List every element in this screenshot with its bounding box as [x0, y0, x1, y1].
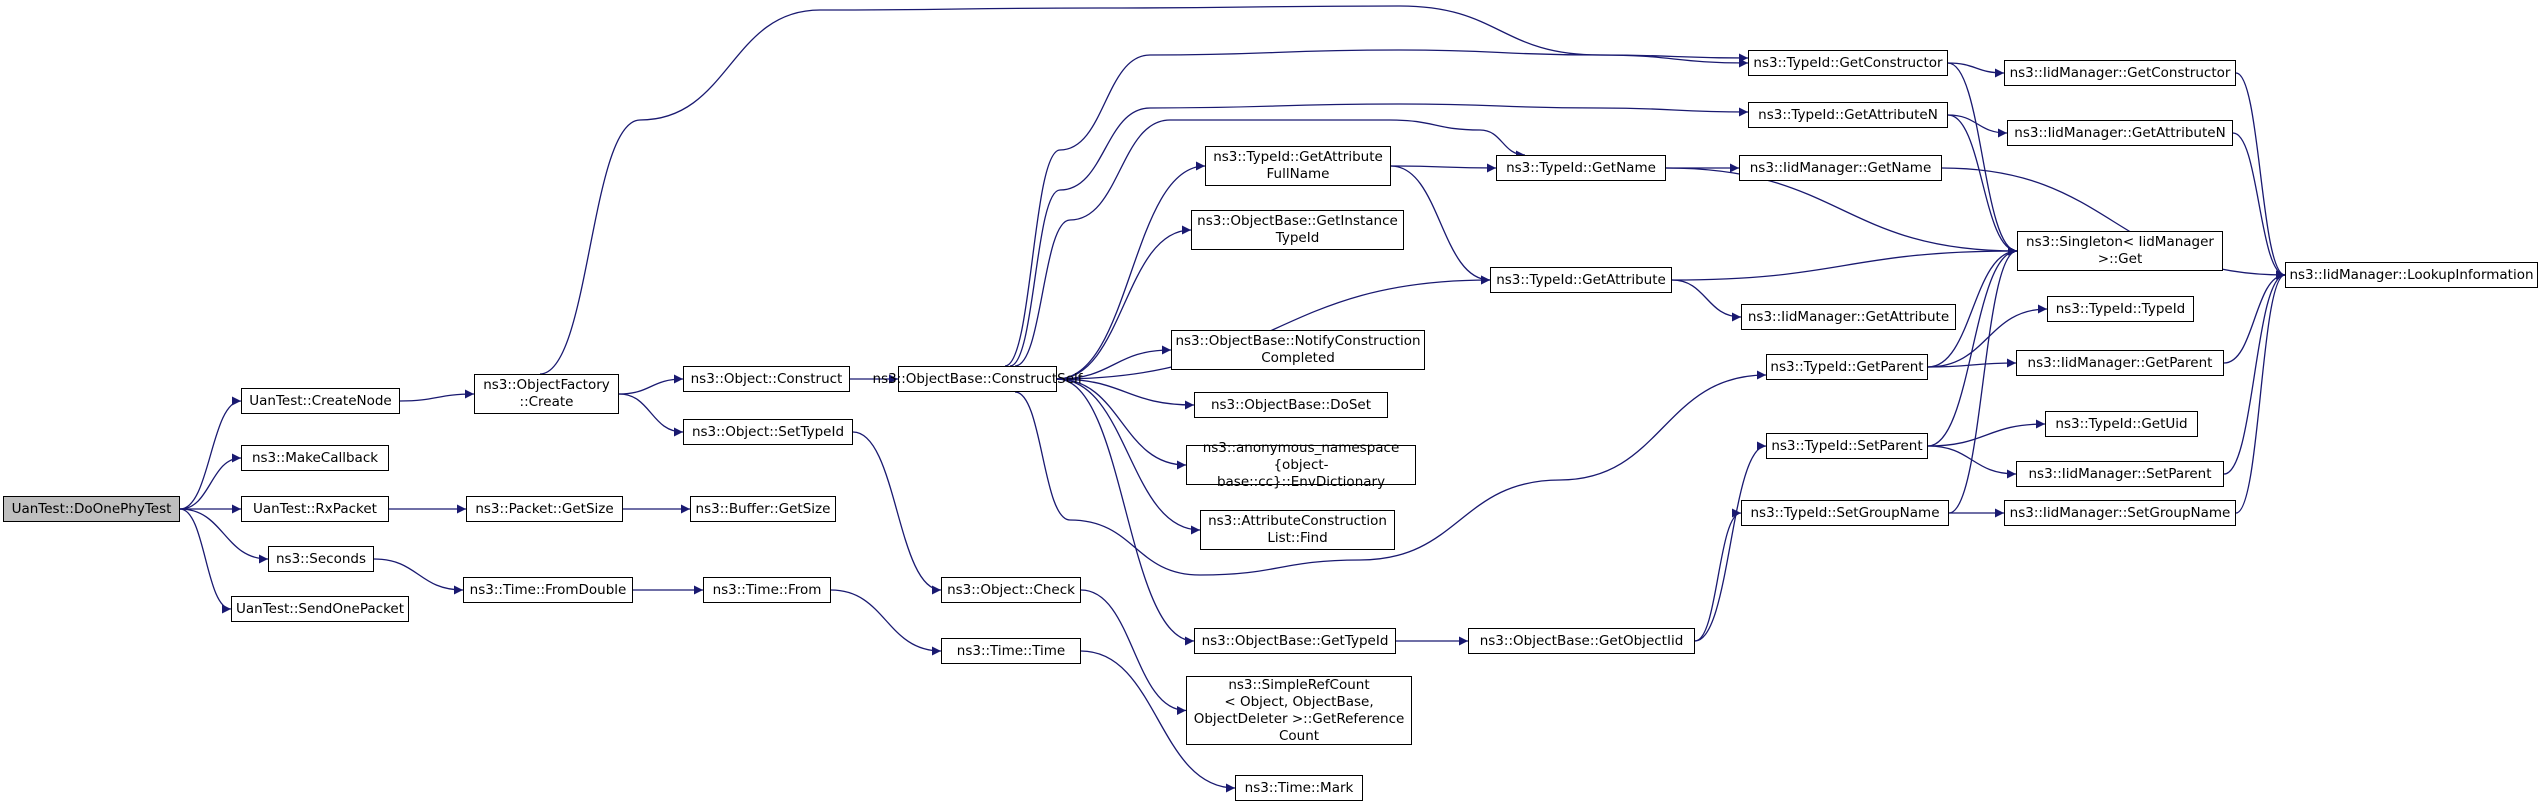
- edge-n14-to-n23: [1080, 589, 1187, 715]
- edge-n13-to-n28: [1004, 49, 1749, 367]
- node-n36[interactable]: ns3::IidManager::GetAttributeN: [2007, 120, 2233, 146]
- node-n29[interactable]: ns3::TypeId::GetAttributeN: [1748, 102, 1948, 128]
- edge-n27-to-n33: [1694, 441, 1767, 642]
- node-n21[interactable]: ns3::AttributeConstruction List::Find: [1200, 510, 1395, 550]
- edge-n32-to-n38: [1927, 304, 2048, 368]
- node-n18[interactable]: ns3::ObjectBase::NotifyConstruction Comp…: [1171, 330, 1425, 370]
- edge-n30-to-n43: [1941, 167, 2286, 280]
- edge-n13-to-n29: [1009, 103, 1749, 367]
- edge-n12-to-n15: [830, 589, 942, 656]
- edge-n13-to-n16: [1056, 161, 1206, 380]
- edge-n6-to-n9: [618, 374, 684, 395]
- edge-n13-to-n18: [1056, 345, 1172, 380]
- edge-n39-to-n43: [2223, 270, 2286, 364]
- node-n8[interactable]: ns3::Time::FromDouble: [463, 577, 633, 603]
- edge-n36-to-n43: [2232, 132, 2286, 280]
- edge-n0-to-n1: [179, 396, 242, 510]
- node-n23[interactable]: ns3::SimpleRefCount < Object, ObjectBase…: [1186, 676, 1412, 745]
- node-n17[interactable]: ns3::ObjectBase::GetInstance TypeId: [1191, 210, 1404, 250]
- edge-n13-to-n22: [1056, 378, 1195, 646]
- node-n9[interactable]: ns3::Object::Construct: [683, 366, 850, 392]
- node-n35[interactable]: ns3::IidManager::GetConstructor: [2004, 60, 2236, 86]
- node-n15[interactable]: ns3::Time::Time: [941, 638, 1081, 664]
- edge-n0-to-n5: [179, 508, 232, 614]
- node-n14[interactable]: ns3::Object::Check: [941, 577, 1081, 603]
- node-n43[interactable]: ns3::IidManager::LookupInformation: [2285, 262, 2538, 288]
- node-n25[interactable]: ns3::TypeId::GetName: [1496, 155, 1666, 181]
- edge-n32-to-n39: [1927, 358, 2017, 368]
- node-n34[interactable]: ns3::TypeId::SetGroupName: [1741, 500, 1949, 526]
- edge-n13-to-n32: [1014, 370, 1767, 576]
- edge-n0-to-n2: [179, 453, 242, 510]
- edge-n13-to-n20: [1056, 378, 1187, 470]
- node-n10[interactable]: ns3::Object::SetTypeId: [683, 419, 853, 445]
- node-n41[interactable]: ns3::IidManager::SetParent: [2016, 461, 2224, 487]
- edge-n10-to-n14: [852, 431, 942, 595]
- node-n12[interactable]: ns3::Time::From: [703, 577, 831, 603]
- node-n42[interactable]: ns3::IidManager::SetGroupName: [2004, 500, 2236, 526]
- node-n39[interactable]: ns3::IidManager::GetParent: [2016, 350, 2224, 376]
- node-n19[interactable]: ns3::ObjectBase::DoSet: [1194, 392, 1388, 418]
- node-n20[interactable]: ns3::anonymous_namespace {object-base::c…: [1186, 440, 1416, 490]
- node-n22[interactable]: ns3::ObjectBase::GetTypeId: [1194, 628, 1396, 654]
- edge-n1-to-n6: [399, 389, 475, 402]
- node-n1[interactable]: UanTest::CreateNode: [241, 388, 400, 414]
- node-n40[interactable]: ns3::TypeId::GetUid: [2045, 411, 2198, 437]
- node-n16[interactable]: ns3::TypeId::GetAttribute FullName: [1205, 146, 1391, 186]
- node-n26[interactable]: ns3::TypeId::GetAttribute: [1490, 267, 1672, 293]
- edge-n13-to-n19: [1056, 378, 1195, 410]
- node-n31[interactable]: ns3::IidManager::GetAttribute: [1741, 304, 1956, 330]
- edge-n33-to-n37: [1927, 246, 2018, 447]
- edge-n26-to-n31: [1671, 279, 1742, 322]
- node-n27[interactable]: ns3::ObjectBase::GetObjectIid: [1468, 628, 1695, 654]
- node-n38[interactable]: ns3::TypeId::TypeId: [2047, 296, 2194, 322]
- edge-n16-to-n26: [1390, 165, 1491, 285]
- node-n6[interactable]: ns3::ObjectFactory ::Create: [474, 374, 619, 414]
- edge-n32-to-n37: [1927, 246, 2018, 368]
- edge-n13-to-n17: [1056, 225, 1192, 380]
- edge-n4-to-n8: [373, 558, 464, 595]
- edge-n27-to-n34: [1694, 508, 1742, 642]
- node-n3[interactable]: UanTest::RxPacket: [241, 496, 389, 522]
- edge-n6-to-n28: [539, 5, 1749, 375]
- node-n33[interactable]: ns3::TypeId::SetParent: [1766, 433, 1928, 459]
- node-n2[interactable]: ns3::MakeCallback: [241, 445, 389, 471]
- edge-n13-to-n25: [1014, 119, 1526, 367]
- edge-n16-to-n25: [1390, 163, 1497, 173]
- edge-n28-to-n35: [1947, 62, 2005, 78]
- edge-n35-to-n43: [2235, 72, 2286, 280]
- edge-n15-to-n24: [1080, 650, 1236, 793]
- edge-n13-to-n26: [1056, 275, 1491, 380]
- edge-n29-to-n36: [1947, 114, 2008, 138]
- node-n4[interactable]: ns3::Seconds: [268, 546, 374, 572]
- node-n0[interactable]: UanTest::DoOnePhyTest: [3, 496, 180, 522]
- node-n7[interactable]: ns3::Packet::GetSize: [466, 496, 623, 522]
- edge-n33-to-n40: [1927, 419, 2046, 447]
- edge-n13-to-n21: [1056, 378, 1201, 535]
- node-n28[interactable]: ns3::TypeId::GetConstructor: [1748, 50, 1948, 76]
- node-n13[interactable]: ns3::ObjectBase::ConstructSelf: [873, 366, 1083, 392]
- node-n30[interactable]: ns3::IidManager::GetName: [1739, 155, 1942, 181]
- edge-n26-to-n37: [1671, 246, 2018, 281]
- node-n32[interactable]: ns3::TypeId::GetParent: [1766, 354, 1928, 380]
- edge-n0-to-n4: [179, 508, 269, 564]
- edge-n34-to-n37: [1948, 246, 2018, 514]
- node-n24[interactable]: ns3::Time::Mark: [1235, 775, 1363, 801]
- node-n11[interactable]: ns3::Buffer::GetSize: [690, 496, 836, 522]
- edge-n28-to-n37: [1947, 62, 2018, 256]
- edge-n6-to-n10: [618, 393, 684, 437]
- edge-n41-to-n43: [2223, 270, 2286, 475]
- edge-n42-to-n43: [2235, 270, 2286, 514]
- node-n5[interactable]: UanTest::SendOnePacket: [231, 596, 409, 622]
- edge-n25-to-n37: [1665, 167, 2018, 256]
- edge-n29-to-n37: [1947, 114, 2018, 256]
- node-n37[interactable]: ns3::Singleton< IidManager >::Get: [2017, 231, 2223, 271]
